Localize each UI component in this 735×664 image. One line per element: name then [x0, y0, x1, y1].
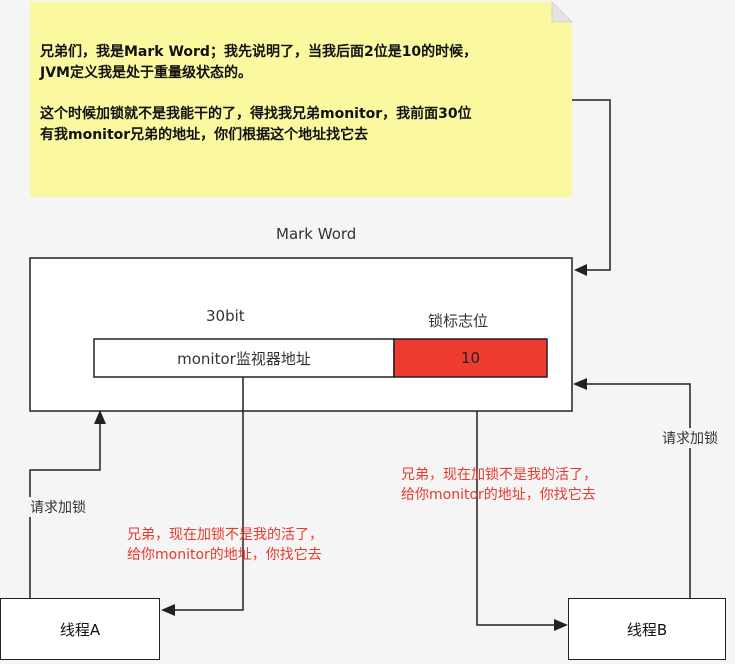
- thread-a-box: 线程A: [0, 598, 160, 660]
- reply-b-line-1: 兄弟，现在加锁不是我的活了，: [401, 467, 597, 483]
- note-line-1: 兄弟们，我是Mark Word；我先说明了，当我后面2位是10的时候，: [40, 44, 478, 60]
- reply-to-thread-b: 兄弟，现在加锁不是我的活了， 给你monitor的地址，你找它去: [401, 465, 597, 505]
- thread-a-request-label: 请求加锁: [28, 497, 88, 517]
- thread-b-box: 线程B: [568, 598, 726, 660]
- flag-field-box: [393, 338, 548, 378]
- sticky-note-text: 兄弟们，我是Mark Word；我先说明了，当我后面2位是10的时候， JVM定…: [40, 42, 560, 166]
- note-line-4: 有我monitor兄弟的地址，你们根据这个地址找它去: [40, 127, 369, 143]
- thread-b-request-arrowhead: [573, 378, 587, 390]
- thread-b-reply-line: [476, 411, 555, 626]
- bits-label: 30bit: [206, 307, 245, 325]
- thread-b-request-label: 请求加锁: [660, 428, 720, 448]
- thread-b-reply-arrowhead: [554, 619, 568, 631]
- reply-to-thread-a: 兄弟，现在加锁不是我的活了， 给你monitor的地址，你找它去: [127, 525, 323, 565]
- note-line-3: 这个时候加锁就不是我能干的了，得找我兄弟monitor，我前面30位: [40, 106, 472, 122]
- thread-a-reply-arrowhead: [161, 604, 175, 616]
- monitor-field-box: [93, 338, 395, 378]
- reply-a-line-1: 兄弟，现在加锁不是我的活了，: [127, 527, 323, 543]
- note-connector-line: [572, 99, 611, 271]
- note-line-2: JVM定义我是处于重量级状态的。: [40, 65, 252, 81]
- thread-b-label: 线程B: [626, 620, 668, 639]
- flag-label: 锁标志位: [428, 312, 489, 330]
- sticky-note-fold: [551, 1, 573, 23]
- note-paragraph-2: 这个时候加锁就不是我能干的了，得找我兄弟monitor，我前面30位 有我mon…: [40, 104, 560, 146]
- note-connector-arrowhead: [574, 264, 587, 276]
- monitor-address-field: monitor监视器地址: [177, 349, 311, 368]
- sticky-note: [30, 2, 572, 197]
- thread-a-request-line: [29, 422, 101, 598]
- lock-flag-value: 10: [460, 349, 481, 367]
- thread-a-reply-line: [174, 377, 244, 611]
- reply-a-line-2: 给你monitor的地址，你找它去: [127, 547, 322, 563]
- thread-a-label: 线程A: [59, 620, 101, 639]
- reply-b-line-2: 给你monitor的地址，你找它去: [401, 487, 596, 503]
- mark-word-title: Mark Word: [276, 225, 357, 243]
- note-paragraph-1: 兄弟们，我是Mark Word；我先说明了，当我后面2位是10的时候， JVM定…: [40, 42, 560, 84]
- mark-word-box: [29, 257, 573, 412]
- thread-b-request-line: [586, 383, 691, 598]
- thread-a-request-arrowhead: [94, 410, 106, 424]
